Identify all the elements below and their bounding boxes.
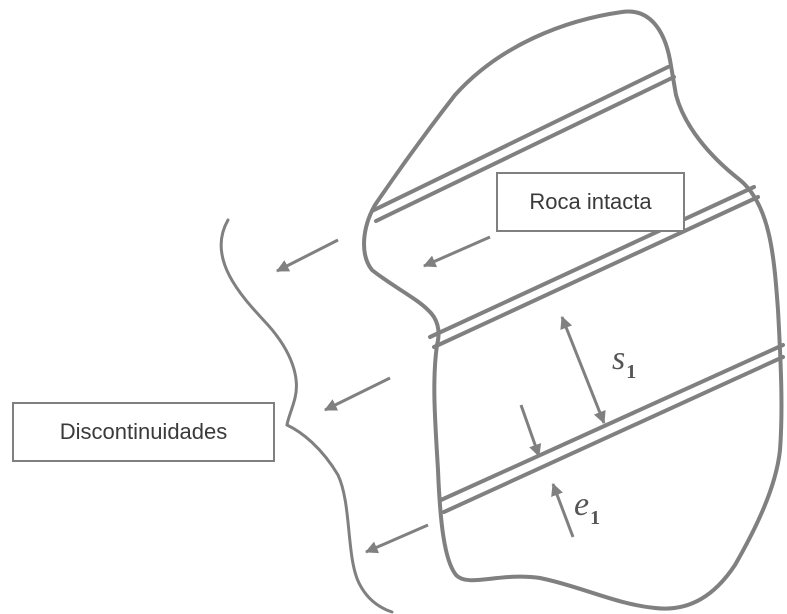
discontinuity-2 — [428, 185, 760, 349]
rock-block-outline — [362, 9, 784, 611]
spacing-subscript: 1 — [626, 361, 637, 383]
discontinuity-3 — [439, 343, 785, 514]
aperture-subscript: 1 — [590, 507, 601, 529]
aperture-label: e1 — [574, 486, 600, 529]
aperture-arrow-top — [519, 404, 542, 457]
aperture-arrow-bottom — [551, 483, 575, 538]
arrow-discontinuity-1 — [276, 238, 339, 273]
discontinuities-brace — [219, 218, 394, 614]
arrow-discontinuity-2 — [324, 376, 391, 412]
spacing-arrow — [560, 316, 606, 424]
spacing-label: s1 — [612, 340, 636, 383]
arrow-discontinuity-3 — [365, 523, 429, 554]
spacing-symbol: s — [612, 340, 626, 377]
discontinuity-1 — [370, 65, 676, 223]
discontinuities-label: Discontinuidades — [12, 402, 275, 462]
aperture-symbol: e — [574, 486, 590, 523]
arrow-intact-rock — [423, 235, 491, 268]
intact-rock-label: Roca intacta — [496, 172, 685, 232]
